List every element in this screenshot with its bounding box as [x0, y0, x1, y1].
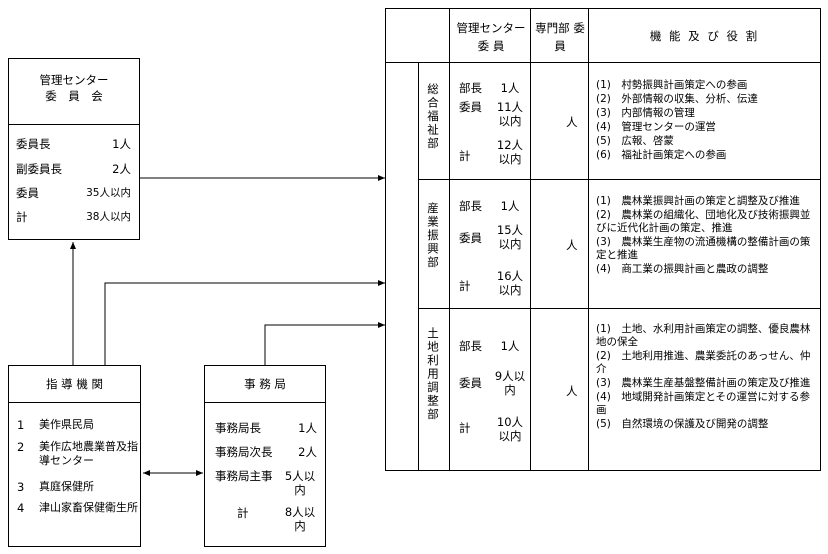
- committee-value-chair: 1人: [112, 137, 131, 151]
- dept2-function-item: (1) 農林業振興計画の策定と調整及び推進: [596, 195, 800, 207]
- committee-value-vice: 2人: [112, 162, 131, 176]
- dept1-specialist: 人: [566, 115, 578, 129]
- arrow-guidance-to-table: [104, 280, 385, 365]
- dept1-function-item: (3) 内部情報の管理: [596, 107, 695, 119]
- dept2-function-item: (3) 農林業生産物の流通機構の整備計画の策定と推進: [596, 236, 811, 261]
- dept3-label-head: 部長: [459, 339, 482, 353]
- guidance-box: 指 導 機 関 1 美作県民局 2 美作広地農業普及指導センター 3 真庭保健所…: [8, 365, 141, 547]
- dept-name-industry: 産業振興部: [426, 202, 440, 270]
- secretariat-value-total: 8人以内: [284, 505, 316, 533]
- guidance-item-3: 真庭保健所: [39, 480, 94, 493]
- guidance-num-4: 4: [17, 501, 25, 515]
- dept1-function-item: (6) 福祉計画策定への参画: [596, 149, 727, 161]
- dept2-label-member: 委員: [459, 231, 482, 245]
- dept2-function-item: (4) 商工業の振興計画と農政の調整: [596, 263, 769, 275]
- dept2-label-total: 計: [459, 279, 471, 293]
- committee-label-chair: 委員長: [16, 137, 51, 151]
- dept1-label-member: 委員: [459, 100, 482, 114]
- dept1-function-item: (4) 管理センターの運営: [596, 121, 716, 133]
- dept2-value-total: 16人以内: [496, 269, 524, 297]
- dept2-label-head: 部長: [459, 199, 482, 213]
- guidance-title: 指 導 機 関: [46, 377, 103, 391]
- committee-label-member: 委員: [16, 186, 39, 200]
- header-center-members: 管理センター 委 員: [456, 21, 526, 53]
- dept3-specialist: 人: [566, 384, 578, 398]
- guidance-item-2: 美作広地農業普及指導センター: [39, 440, 138, 467]
- dept2-value-member: 15人以内: [496, 223, 524, 251]
- dept3-value-head: 1人: [500, 339, 520, 353]
- dept2-value-head: 1人: [500, 199, 520, 213]
- committee-value-member: 35人以内: [86, 187, 131, 199]
- dept1-function-item: (1) 村勢振興計画策定への参画: [596, 79, 748, 91]
- dept1-function-item: (5) 広報、啓蒙: [596, 135, 674, 147]
- dept1-value-total: 12人以内: [496, 138, 524, 166]
- secretariat-title: 事 務 局: [244, 377, 286, 391]
- guidance-num-2: 2: [17, 440, 25, 454]
- committee-box: 管理センター 委 員 会 委員長 1人 副委員長 2人 委員 35人以内 計 3…: [8, 58, 140, 240]
- dept3-function-list: (1) 土地、水利用計画策定の調整、優良農林地の保全 (2) 土地利用推進、農業…: [596, 323, 818, 432]
- committee-title-line1: 管理センター: [39, 73, 109, 87]
- header-specialist: 専門部 委 員: [535, 21, 585, 53]
- guidance-item-4: 津山家畜保健衛生所: [39, 501, 138, 514]
- secretariat-label-chief: 事務局長: [215, 421, 261, 435]
- committee-label-vice: 副委員長: [16, 162, 62, 176]
- secretariat-value-clerk: 5人以内: [284, 469, 316, 497]
- committee-title-line2: 委 員 会: [45, 89, 103, 103]
- dept3-value-member: 9人以内: [494, 369, 526, 397]
- secretariat-label-total: 計: [237, 506, 249, 520]
- committee-label-total: 計: [16, 210, 28, 224]
- dept3-function-item: (5) 自然環境の保護及び開発の調整: [596, 418, 769, 430]
- secretariat-value-deputy: 2人: [298, 445, 317, 459]
- guidance-num-1: 1: [17, 418, 25, 432]
- dept3-function-item: (2) 土地利用推進、農業委託のあっせん、仲介: [596, 350, 811, 375]
- dept-name-welfare: 総合福祉部: [426, 83, 440, 151]
- arrow-secretariat-to-table: [264, 322, 385, 365]
- dept3-value-total: 10人以内: [496, 415, 524, 443]
- dept3-label-total: 計: [459, 421, 471, 435]
- dept3-function-item: (3) 農林業生産基盤整備計画の策定及び推進: [596, 377, 811, 389]
- guidance-item-1: 美作県民局: [39, 418, 94, 431]
- dept2-function-item: (2) 農林業の組織化、団地化及び技術振興並びに近代化計画の策定、推進: [596, 209, 811, 234]
- dept3-function-item: (4) 地域開発計画策定とその運営に対する参画: [596, 391, 811, 416]
- dept2-function-list: (1) 農林業振興計画の策定と調整及び推進 (2) 農林業の組織化、団地化及び技…: [596, 195, 818, 277]
- committee-value-total: 38人以内: [86, 211, 131, 223]
- dept1-value-head: 1人: [500, 81, 520, 95]
- dept1-label-total: 計: [459, 149, 471, 163]
- dept3-label-member: 委員: [459, 376, 482, 390]
- secretariat-value-chief: 1人: [298, 421, 317, 435]
- header-function: 機 能 及 び 役 割: [649, 29, 760, 43]
- secretariat-label-deputy: 事務局次長: [215, 445, 273, 459]
- dept1-function-item: (2) 外部情報の収集、分析、伝達: [596, 93, 758, 105]
- dept1-label-head: 部長: [459, 81, 482, 95]
- dept1-value-member: 11人以内: [496, 100, 524, 128]
- guidance-num-3: 3: [17, 480, 25, 494]
- department-table: 管理センター 委 員 専門部 委 員 機 能 及 び 役 割 総合福祉部 部長 …: [385, 8, 821, 471]
- secretariat-box: 事 務 局 事務局長 1人 事務局次長 2人 事務局主事 5人以内 計 8人以内: [204, 365, 326, 547]
- dept3-function-item: (1) 土地、水利用計画策定の調整、優良農林地の保全: [596, 323, 811, 348]
- dept1-function-list: (1) 村勢振興計画策定への参画 (2) 外部情報の収集、分析、伝達 (3) 内…: [596, 79, 818, 163]
- dept-name-landuse: 土地利用調整部: [426, 327, 440, 422]
- secretariat-label-clerk: 事務局主事: [215, 469, 273, 483]
- dept2-specialist: 人: [566, 238, 578, 252]
